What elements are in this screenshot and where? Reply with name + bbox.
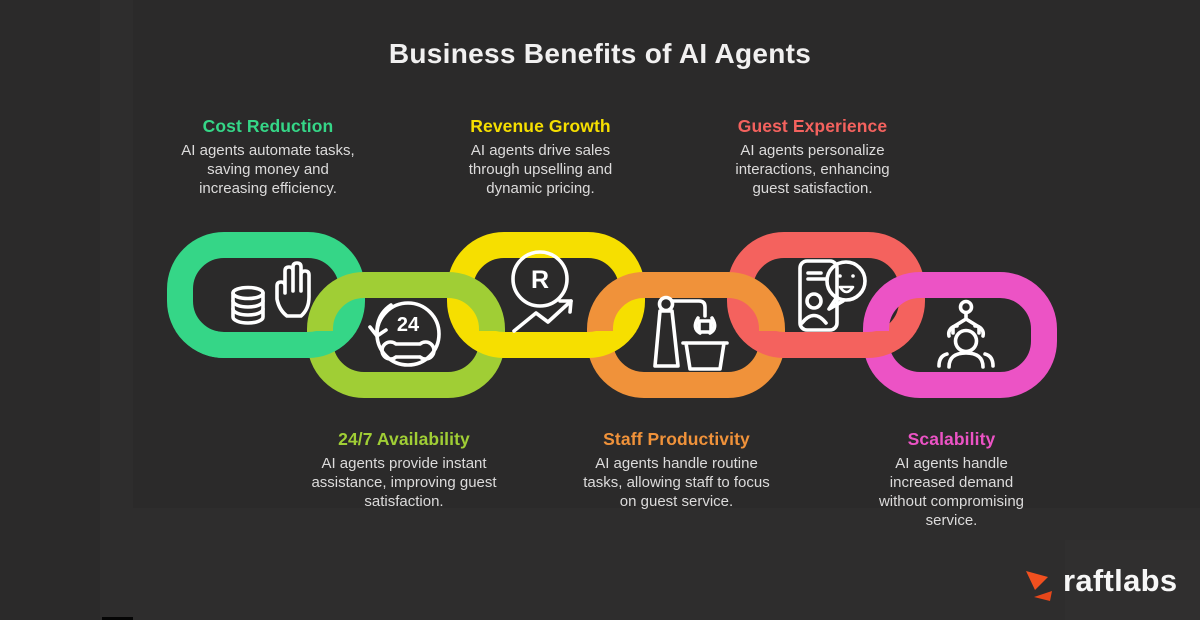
benefit-description: AI agents handle routine tasks, allowing… <box>583 455 770 510</box>
benefit-heading: Staff Productivity <box>603 429 750 449</box>
icon-label-24: 24 <box>397 314 420 336</box>
phone-feedback-icon <box>798 259 867 332</box>
benefit-block-availability: 24/7 Availability AI agents provide inst… <box>304 429 504 511</box>
currency-growth-icon: R <box>511 250 573 333</box>
brand-logo: raftlabs <box>1005 558 1177 604</box>
background-seam <box>102 617 133 620</box>
benefit-description: AI agents provide instant assistance, im… <box>311 455 497 510</box>
benefit-heading: 24/7 Availability <box>338 429 470 449</box>
benefit-description: AI agents automate tasks, saving money a… <box>181 142 355 197</box>
icon-label-r: R <box>531 266 549 294</box>
benefit-block-revenue-growth: Revenue Growth AI agents drive sales thr… <box>448 116 633 198</box>
hand-coins-icon <box>231 261 311 325</box>
robot-arm-icon <box>653 295 729 371</box>
24-hours-service-icon: 24 <box>368 301 441 367</box>
benefit-heading: Scalability <box>907 429 996 449</box>
benefit-heading: Guest Experience <box>737 116 888 136</box>
page-title: Business Benefits of AI Agents <box>388 38 812 69</box>
benefit-description: AI agents drive sales through upselling … <box>468 142 613 197</box>
chain-weave-overlap <box>175 331 357 358</box>
benefit-block-cost-reduction: Cost Reduction AI agents automate tasks,… <box>173 116 363 198</box>
brand-name: raftlabs <box>1063 563 1178 598</box>
benefit-description: AI agents handle increased demand withou… <box>878 455 1025 529</box>
benefit-heading: Revenue Growth <box>470 116 611 136</box>
benefit-block-guest-experience: Guest Experience AI agents personalize i… <box>715 116 910 198</box>
benefit-description: AI agents personalize interactions, enha… <box>735 142 890 197</box>
chain-weave-overlap <box>455 331 637 358</box>
team-scaling-icon <box>937 299 995 369</box>
raftlabs-arrow-icon <box>1026 571 1052 601</box>
benefit-heading: Cost Reduction <box>202 116 334 136</box>
chain-weave-overlap <box>735 331 917 358</box>
benefit-block-scalability: Scalability AI agents handle increased d… <box>864 429 1039 530</box>
benefit-block-staff-productivity: Staff Productivity AI agents handle rout… <box>579 429 774 511</box>
